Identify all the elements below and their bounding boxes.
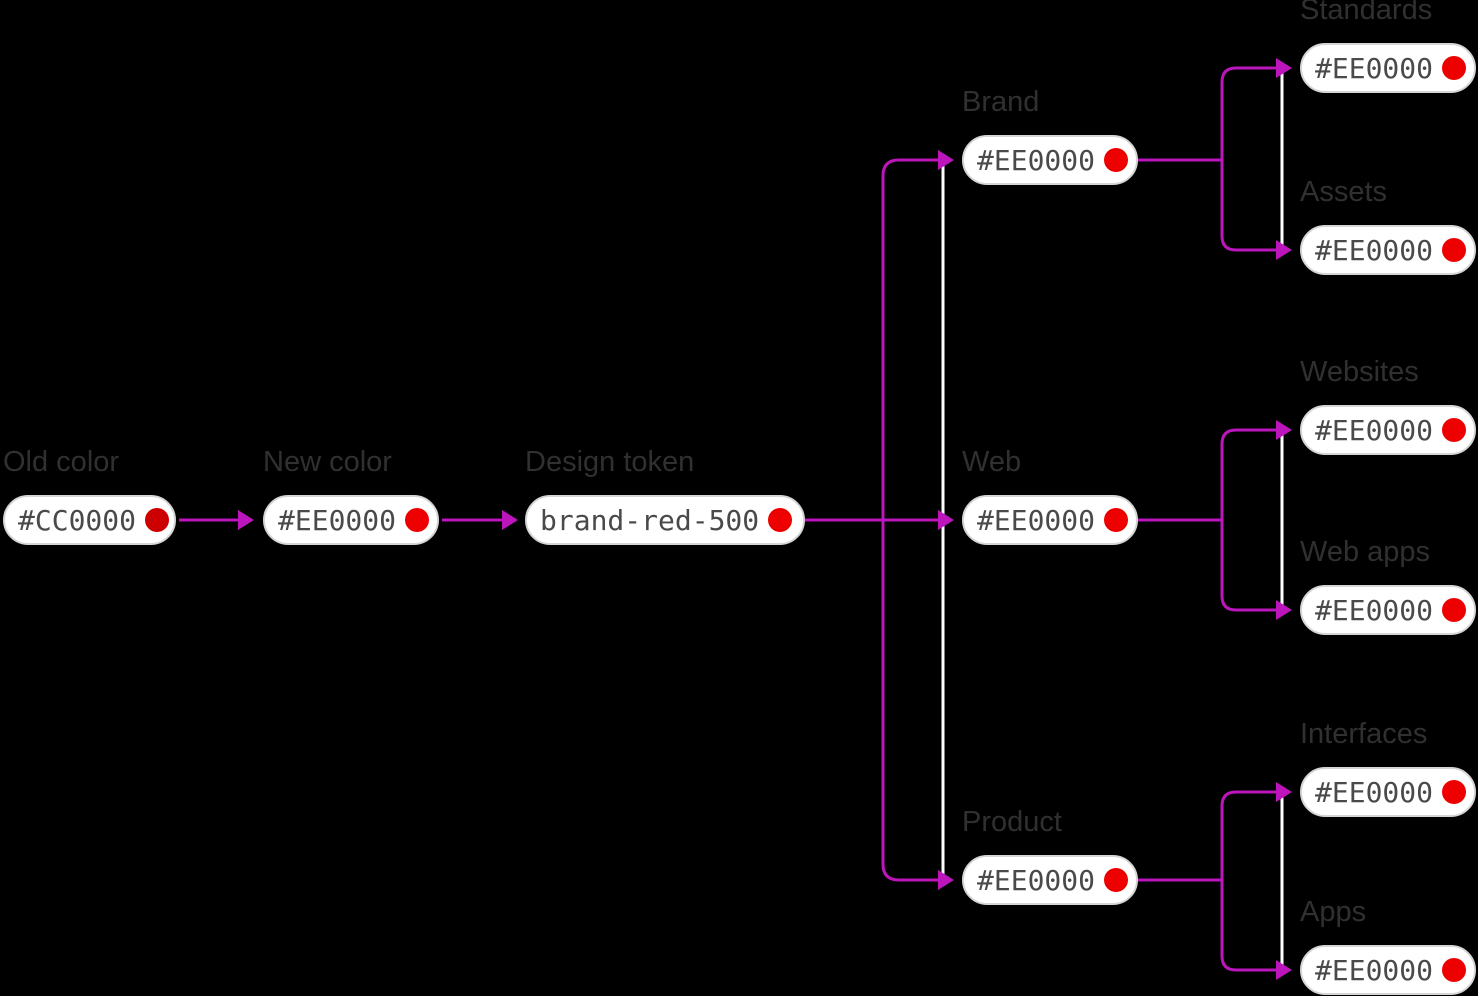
- pill-value: #CC0000: [18, 503, 137, 537]
- color-pill: #EE0000: [1300, 945, 1476, 995]
- color-swatch-dot: [1442, 780, 1467, 804]
- pill-value: #EE0000: [977, 143, 1096, 177]
- color-swatch-dot: [1442, 958, 1467, 982]
- pill-value: #EE0000: [1315, 775, 1434, 809]
- node-web-apps: Web apps #EE0000: [1300, 534, 1476, 635]
- color-swatch-dot: [1442, 598, 1467, 622]
- pill-value: #EE0000: [1315, 51, 1434, 85]
- node-brand: Brand #EE0000: [962, 84, 1138, 185]
- node-interfaces: Interfaces #EE0000: [1300, 716, 1476, 817]
- pill-value: brand-red-500: [540, 503, 760, 537]
- node-standards: Standards #EE0000: [1300, 0, 1476, 93]
- color-pill: #EE0000: [962, 495, 1138, 545]
- color-swatch-dot: [1104, 868, 1129, 892]
- color-pill: #EE0000: [1300, 405, 1476, 455]
- color-pill: #EE0000: [1300, 585, 1476, 635]
- node-label: Interfaces: [1300, 718, 1428, 750]
- node-label: Assets: [1300, 176, 1388, 208]
- node-label: Standards: [1300, 0, 1433, 26]
- pill-value: #EE0000: [977, 863, 1096, 897]
- node-product: Product #EE0000: [962, 804, 1138, 905]
- node-label: Product: [962, 806, 1062, 838]
- node-websites: Websites #EE0000: [1300, 354, 1476, 455]
- node-design-token: Design token brand-red-500: [525, 444, 805, 545]
- node-label: Brand: [962, 86, 1040, 118]
- arrowhead-icons: [238, 58, 1292, 980]
- color-pill: #EE0000: [962, 135, 1138, 185]
- color-swatch-dot: [1442, 418, 1467, 442]
- color-swatch-dot: [1442, 56, 1467, 80]
- node-old-color: Old color #CC0000: [3, 444, 176, 545]
- color-pill: #EE0000: [263, 495, 439, 545]
- color-pill: brand-red-500: [525, 495, 805, 545]
- flow-edges: [179, 66, 1276, 972]
- color-pill: #CC0000: [3, 495, 176, 545]
- color-pill: #EE0000: [1300, 43, 1476, 93]
- node-label: Design token: [525, 446, 695, 478]
- color-swatch-dot: [1104, 508, 1129, 532]
- pill-value: #EE0000: [1315, 233, 1434, 267]
- pill-value: #EE0000: [278, 503, 397, 537]
- node-web: Web #EE0000: [962, 444, 1138, 545]
- color-swatch-dot: [768, 508, 793, 532]
- color-swatch-dot: [405, 508, 430, 532]
- node-label: Apps: [1300, 896, 1367, 928]
- node-label: New color: [263, 446, 392, 478]
- node-label: Old color: [3, 446, 120, 478]
- pill-value: #EE0000: [1315, 953, 1434, 987]
- node-new-color: New color #EE0000: [263, 444, 439, 545]
- node-label: Websites: [1300, 356, 1419, 388]
- color-pill: #EE0000: [962, 855, 1138, 905]
- color-swatch-dot: [145, 508, 170, 532]
- pill-value: #EE0000: [1315, 413, 1434, 447]
- color-swatch-dot: [1104, 148, 1129, 172]
- pill-value: #EE0000: [977, 503, 1096, 537]
- node-label: Web apps: [1300, 536, 1431, 568]
- color-swatch-dot: [1442, 238, 1467, 262]
- color-pill: #EE0000: [1300, 225, 1476, 275]
- node-assets: Assets #EE0000: [1300, 174, 1476, 275]
- node-label: Web: [962, 446, 1022, 478]
- node-apps: Apps #EE0000: [1300, 894, 1476, 995]
- color-pill: #EE0000: [1300, 767, 1476, 817]
- pill-value: #EE0000: [1315, 593, 1434, 627]
